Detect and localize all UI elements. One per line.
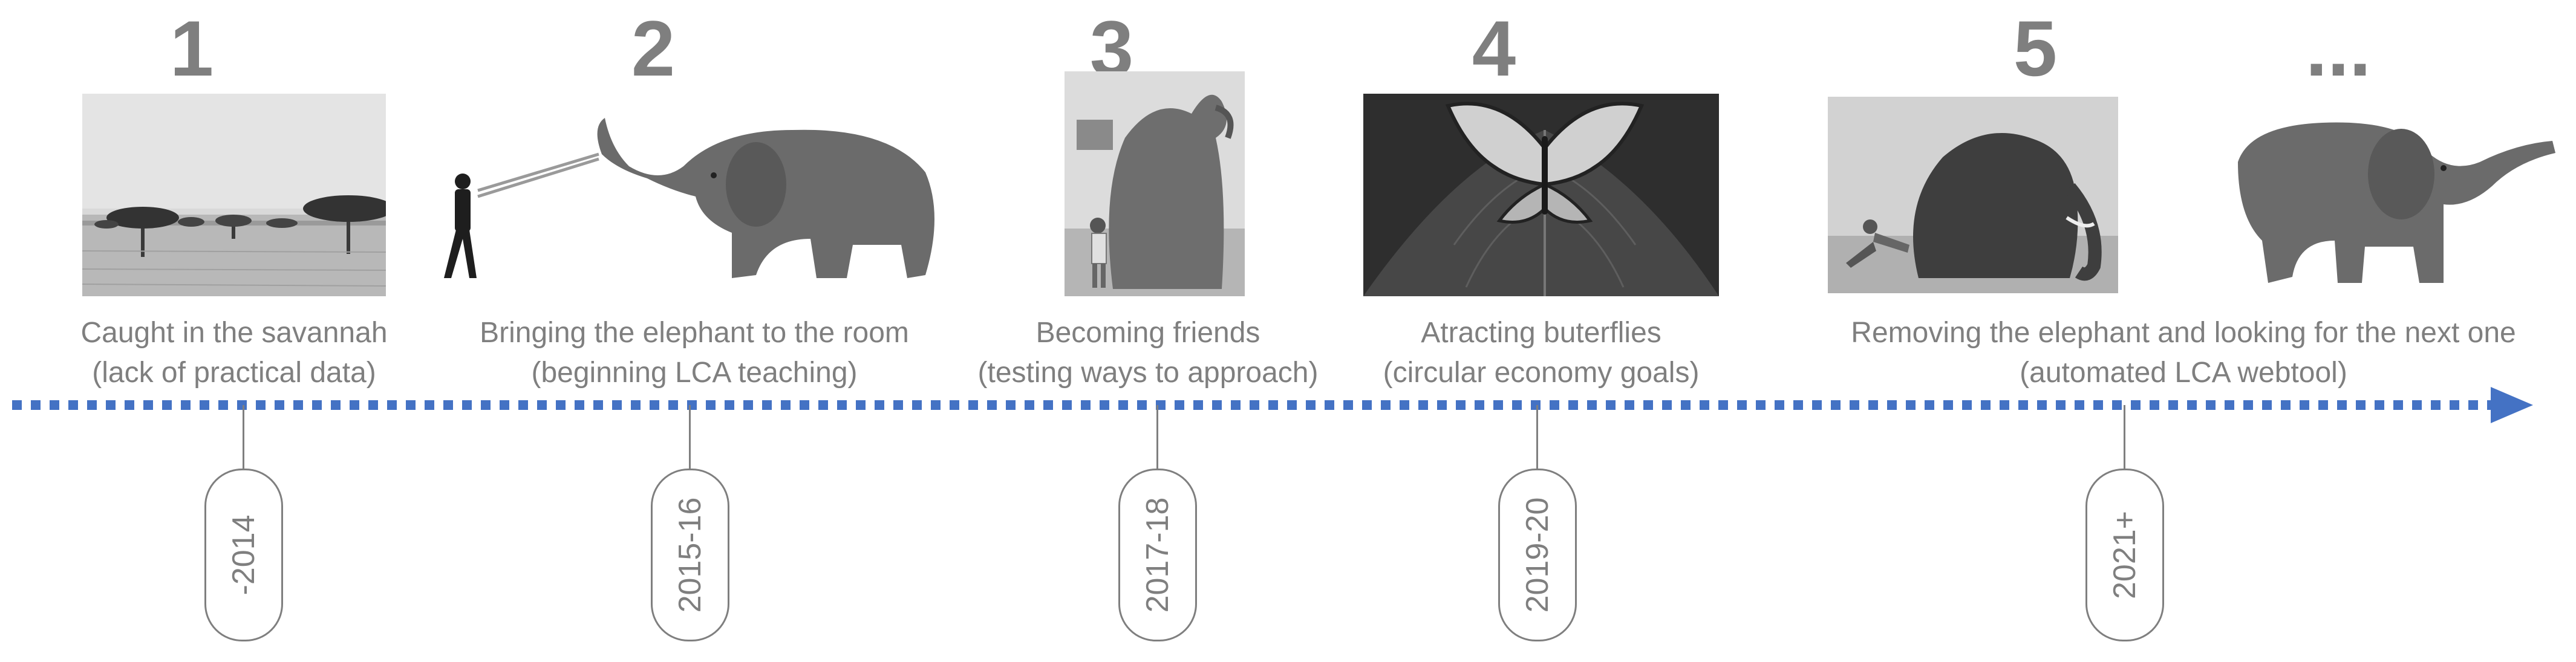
stage-5-period: 2021+ bbox=[2107, 510, 2142, 600]
stage-1-number: 1 bbox=[169, 4, 214, 92]
stage-1-caption-line1: Caught in the savannah bbox=[80, 317, 388, 349]
stage-4-period: 2019-20 bbox=[1520, 497, 1555, 613]
stage-1-caption: Caught in the savannah (lack of practica… bbox=[0, 313, 627, 393]
stage-3-period-badge: 2017-18 bbox=[1118, 469, 1197, 641]
stage-1-caption-line2: (lack of practical data) bbox=[92, 357, 376, 389]
butterfly-on-leaf-photo bbox=[1363, 94, 1719, 296]
stage-3-caption-line2: (testing ways to approach) bbox=[977, 357, 1319, 389]
stage-4-caption-line2: (circular economy goals) bbox=[1383, 357, 1700, 389]
stage-1-period: -2014 bbox=[226, 514, 261, 595]
stage-2-caption: Bringing the elephant to the room (begin… bbox=[301, 313, 1087, 393]
savannah-photo bbox=[82, 94, 386, 296]
stage-3-tick bbox=[1156, 405, 1158, 472]
stage-2-caption-line2: (beginning LCA teaching) bbox=[531, 357, 858, 389]
stage-4-caption-line1: Atracting buterflies bbox=[1421, 317, 1661, 349]
stage-2-tick bbox=[689, 405, 691, 472]
child-pushing-elephant-photo bbox=[1828, 97, 2118, 293]
stage-4-tick bbox=[1536, 405, 1538, 472]
stage-next-number: ... bbox=[2305, 4, 2372, 92]
stage-4-period-badge: 2019-20 bbox=[1498, 469, 1577, 641]
man-pulling-elephant-photo bbox=[429, 94, 956, 296]
stage-5-caption: Removing the elephant and looking for th… bbox=[1790, 313, 2576, 393]
stage-1-tick bbox=[243, 405, 244, 472]
stage-3-caption: Becoming friends (testing ways to approa… bbox=[755, 313, 1541, 393]
stage-4-caption: Atracting buterflies (circular economy g… bbox=[1148, 313, 1934, 393]
stage-3-caption-line1: Becoming friends bbox=[1035, 317, 1260, 349]
stage-5-tick bbox=[2124, 405, 2125, 472]
stage-2-period: 2015-16 bbox=[673, 497, 708, 613]
stage-2-caption-line1: Bringing the elephant to the room bbox=[480, 317, 909, 349]
stage-2-period-badge: 2015-16 bbox=[651, 469, 729, 641]
child-with-sitting-elephant-photo bbox=[1065, 71, 1245, 296]
stage-5-period-badge: 2021+ bbox=[2085, 469, 2164, 641]
stage-3-period: 2017-18 bbox=[1140, 497, 1175, 613]
stage-2-number: 2 bbox=[631, 4, 676, 92]
stage-5-number: 5 bbox=[2013, 4, 2058, 92]
stage-5-caption-line2: (automated LCA webtool) bbox=[2020, 357, 2347, 389]
stage-4-number: 4 bbox=[1472, 4, 1516, 92]
stage-1-period-badge: -2014 bbox=[204, 469, 283, 641]
elephant-photo bbox=[2226, 96, 2565, 298]
stage-5-caption-line1: Removing the elephant and looking for th… bbox=[1851, 317, 2516, 349]
